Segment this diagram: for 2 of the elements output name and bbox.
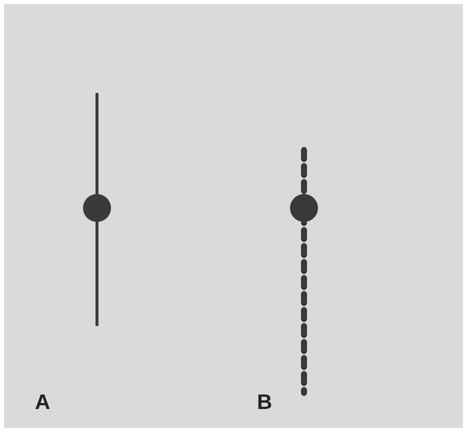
panel-letter: A [35,392,50,413]
panel-letter: B [257,392,272,413]
